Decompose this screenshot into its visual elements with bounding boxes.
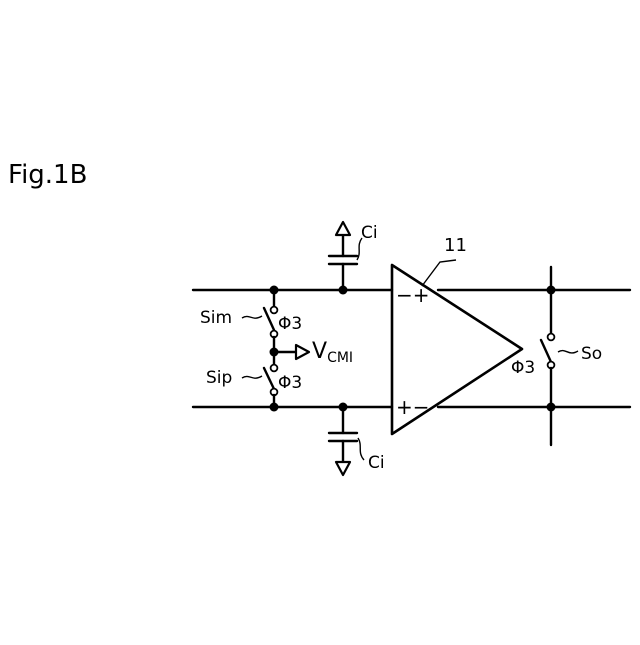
amplifier-ref-label: 11 — [444, 235, 467, 256]
bottom-cap-label-leader — [358, 438, 364, 460]
top-cap-junction-dot — [339, 286, 348, 295]
bottom-cap-label: Ci — [368, 453, 385, 473]
vcmi-subscript: CMI — [327, 350, 353, 366]
so-bottom-junction-dot — [547, 403, 556, 412]
sip-bottom-junction-dot — [270, 403, 279, 412]
so-top-junction-dot — [547, 286, 556, 295]
sim-label-leader — [242, 316, 262, 318]
amplifier-top-input-signs: −+ — [396, 283, 430, 307]
sim-label: Sim — [200, 308, 232, 328]
top-cap-ground-triangle-icon — [336, 222, 350, 235]
vcmi-arrow-icon — [296, 345, 309, 359]
vcmi-label: VCMI — [312, 339, 353, 366]
so-label: So — [581, 344, 602, 364]
so-label-leader — [558, 351, 578, 353]
sim-contact-upper — [271, 307, 278, 314]
sip-label-leader — [242, 376, 262, 378]
bottom-cap-ground-triangle-icon — [336, 462, 350, 475]
sip-label: Sip — [206, 368, 232, 388]
sim-phase-label: Φ3 — [278, 314, 302, 334]
bottom-cap-junction-dot — [339, 403, 348, 412]
so-switch-blade — [541, 340, 551, 362]
sip-phase-label: Φ3 — [278, 373, 302, 393]
sip-contact-upper — [271, 365, 278, 372]
so-contact-upper — [548, 334, 555, 341]
amplifier-bottom-input-signs: +− — [396, 395, 430, 419]
top-cap-label: Ci — [361, 223, 378, 243]
so-phase-label: Φ3 — [511, 358, 535, 378]
figure-label: Fig.1B — [8, 160, 87, 190]
